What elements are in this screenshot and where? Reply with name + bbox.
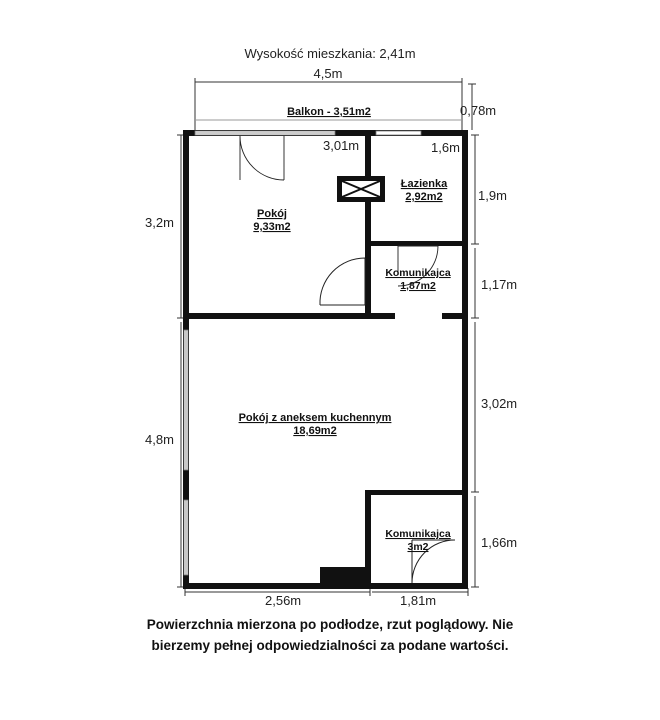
room-pokoj-area: 9,33m2: [253, 221, 290, 233]
room-main-name: Pokój z aneksem kuchennym: [239, 412, 392, 424]
dim-top-width: 4,5m: [314, 66, 343, 81]
dim-left-pokoj: 3,2m: [145, 215, 174, 230]
dim-right-komunikacja2: 1,66m: [481, 535, 517, 550]
dim-pokoj-width: 3,01m: [323, 138, 359, 153]
dim-lazienka-width: 1,6m: [431, 140, 460, 155]
room-komunikacja2-area: 3m2: [407, 541, 428, 553]
dim-right-lazienka: 1,9m: [478, 188, 507, 203]
disclaimer-line-1: Powierzchnia mierzona po podłodze, rzut …: [146, 617, 514, 632]
room-pokoj-name: Pokój: [257, 208, 287, 220]
disclaimer-line-2: bierzemy pełnej odpowiedzialności za pod…: [151, 638, 509, 653]
dim-bottom-komunikacja: 1,81m: [400, 593, 436, 608]
doors: [239, 135, 456, 584]
windows: [183, 130, 422, 576]
disclaimer-note: Powierzchnia mierzona po podłodze, rzut …: [0, 614, 660, 656]
dim-left-main: 4,8m: [145, 432, 174, 447]
dim-right-komunikacja1: 1,17m: [481, 277, 517, 292]
room-lazienka-area: 2,92m2: [405, 191, 442, 203]
apartment-height-label: Wysokość mieszkania: 2,41m: [244, 46, 415, 61]
dim-right-main: 3,02m: [481, 396, 517, 411]
dim-balcony-depth: 0,78m: [460, 103, 496, 118]
ventilation-shaft: [337, 176, 385, 202]
room-lazienka-name: Łazienka: [401, 178, 448, 190]
room-komunikacja1-area: 1,87m2: [400, 280, 436, 292]
room-main-area: 18,69m2: [293, 425, 336, 437]
room-komunikacja1-name: Komunikajca: [385, 267, 451, 279]
dimension-lines: [177, 78, 479, 596]
room-balkon-label: Balkon - 3,51m2: [287, 106, 371, 118]
room-komunikacja2-name: Komunikajca: [385, 528, 451, 540]
dim-bottom-main: 2,56m: [265, 593, 301, 608]
